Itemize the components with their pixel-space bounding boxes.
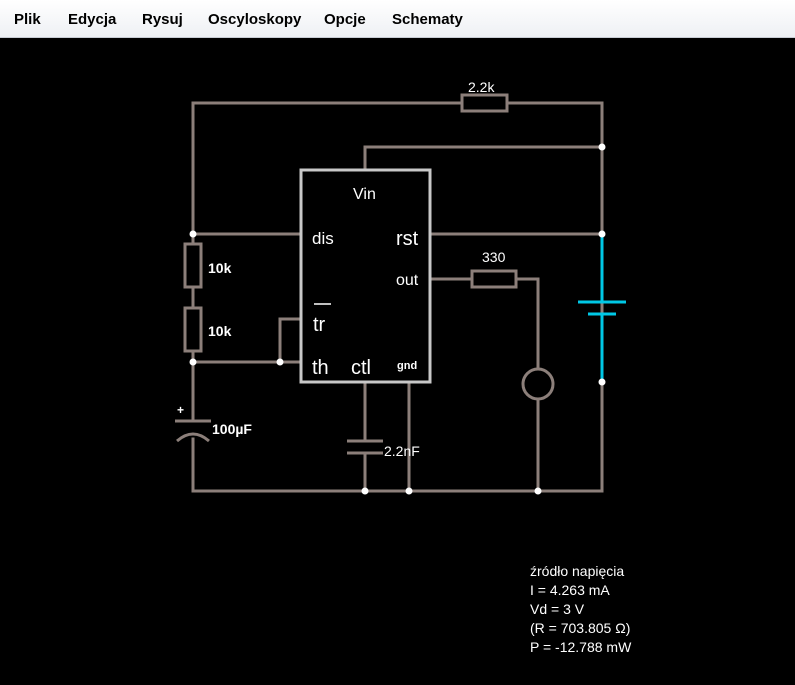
resistor-10k-upper[interactable] [183, 242, 203, 289]
pin-out-label: out [396, 272, 419, 289]
info-voltage: Vd = 3 V [530, 601, 585, 617]
pin-vin-label: Vin [353, 186, 376, 203]
junction-dot [534, 487, 542, 495]
info-resistance: (R = 703.805 Ω) [530, 620, 631, 636]
junction-dot [405, 487, 413, 495]
label-r-upper: 10k [208, 260, 232, 276]
info-current: I = 4.263 mA [530, 582, 610, 598]
label-r-out: 330 [482, 249, 506, 265]
resistor-330[interactable] [470, 269, 518, 289]
pin-dis-label: dis [312, 229, 334, 248]
menu-circuits[interactable]: Schematy [392, 11, 463, 28]
pin-tr-label: tr [313, 314, 326, 336]
capacitor-2n2[interactable] [347, 439, 383, 455]
wire-vin[interactable] [363, 145, 604, 172]
timer-555-chip[interactable] [299, 168, 432, 384]
capacitor-100uf[interactable] [175, 419, 211, 443]
menu-file[interactable]: Plik [14, 11, 41, 28]
junction-dot [361, 487, 369, 495]
label-cap-plus: + [177, 403, 184, 417]
menu-bar: Plik Edycja Rysuj Oscyloskopy Opcje Sche… [0, 0, 795, 38]
lamp[interactable] [521, 367, 555, 401]
wire-out[interactable] [428, 277, 540, 371]
resistor-2k2[interactable] [460, 93, 509, 113]
junction-dot [189, 358, 197, 366]
junction-dot [598, 143, 606, 151]
label-cap-ctl: 2.2nF [384, 443, 420, 459]
junction-dot [189, 230, 197, 238]
pin-rst-label: rst [396, 228, 419, 250]
junction-dot [598, 230, 606, 238]
pin-ctl-label: ctl [351, 357, 371, 379]
junction-dot [276, 358, 284, 366]
menu-options[interactable]: Opcje [324, 11, 366, 28]
pin-gnd-label: gnd [397, 360, 417, 372]
pin-th-label: th [312, 357, 329, 379]
wire-left-bottom[interactable] [191, 380, 604, 493]
junctions [189, 143, 606, 495]
wire-tr[interactable] [278, 317, 303, 364]
info-power: P = -12.788 mW [530, 639, 632, 655]
component-info-panel: źródło napięcia I = 4.263 mA Vd = 3 V (R… [530, 562, 631, 657]
menu-edit[interactable]: Edycja [68, 11, 117, 28]
label-cap-timing: 100µF [212, 421, 252, 437]
label-r-lower: 10k [208, 323, 232, 339]
label-r-top: 2.2k [468, 79, 495, 95]
junction-dot [598, 378, 606, 386]
menu-oscilloscopes[interactable]: Oscyloskopy [208, 11, 302, 28]
menu-draw[interactable]: Rysuj [142, 11, 183, 28]
info-title: źródło napięcia [530, 563, 625, 579]
circuit-canvas[interactable]: 2.2k 10k 10k 330 100µF + 2.2nF Vin dis r… [0, 38, 795, 685]
battery[interactable] [578, 234, 626, 382]
resistor-10k-lower[interactable] [183, 306, 203, 353]
